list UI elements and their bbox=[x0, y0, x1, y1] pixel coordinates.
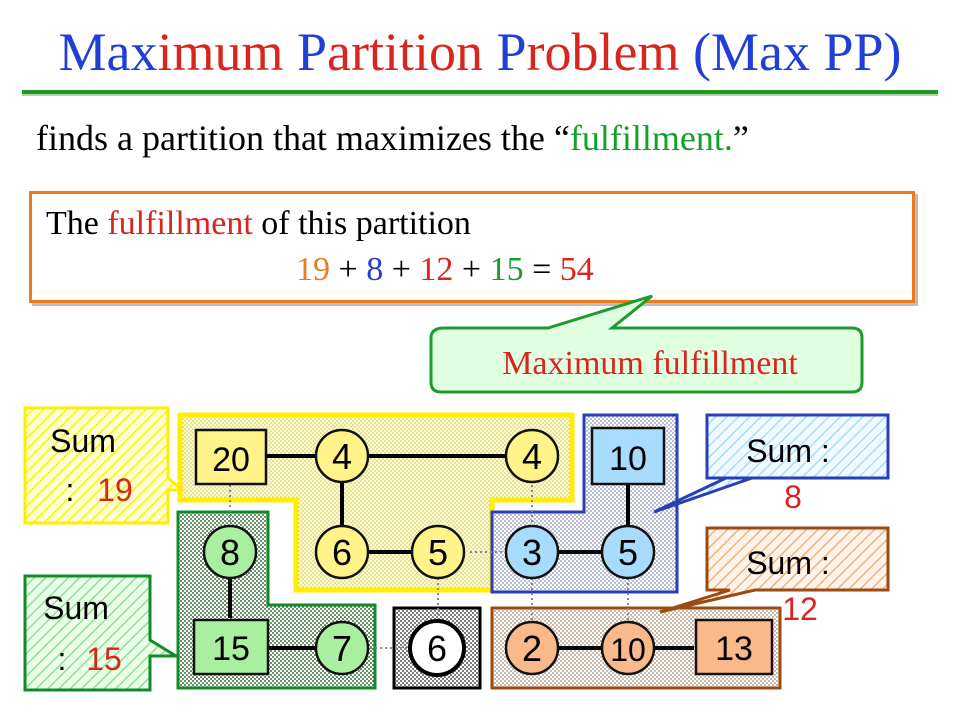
node-6a bbox=[314, 524, 370, 580]
sum-green-value: 15 bbox=[86, 641, 122, 677]
page-title: Maximum Partition Problem (Max PP) bbox=[0, 20, 960, 84]
title-seg-5: P bbox=[496, 22, 527, 82]
node-4b bbox=[504, 428, 560, 484]
fulfillment-suffix: of this partition bbox=[252, 205, 471, 242]
node-13-label: 13 bbox=[715, 630, 753, 668]
term-2: 8 bbox=[366, 251, 384, 288]
node-5a bbox=[410, 524, 466, 580]
sum-yellow-callout bbox=[23, 406, 187, 525]
subtitle-before: finds a partition that maximizes the “ bbox=[36, 118, 570, 158]
sum-green-label: Sum bbox=[43, 590, 109, 626]
fulfillment-prefix: The bbox=[46, 205, 108, 242]
node-4a-label: 4 bbox=[332, 436, 352, 477]
node-10a bbox=[590, 426, 666, 486]
equals-sign: = bbox=[523, 251, 560, 288]
subtitle: finds a partition that maximizes the “fu… bbox=[36, 116, 749, 160]
node-2-label: 2 bbox=[522, 628, 542, 669]
node-20-label: 20 bbox=[212, 441, 250, 479]
sum-yellow-label: Sum bbox=[50, 423, 116, 459]
sum-blue-value: 8 bbox=[784, 479, 802, 515]
sum-orange-value: 12 bbox=[782, 591, 818, 627]
node-8-label: 8 bbox=[220, 532, 240, 573]
node-5b-label: 5 bbox=[618, 532, 638, 573]
node-3 bbox=[504, 524, 560, 580]
term-4: 15 bbox=[489, 251, 524, 288]
node-6a-label: 6 bbox=[332, 532, 352, 573]
node-13 bbox=[694, 618, 774, 676]
title-seg-6: roblem bbox=[526, 22, 680, 82]
subtitle-highlight: fulfillment. bbox=[569, 118, 733, 158]
fulfillment-description: The fulfillment of this partition bbox=[46, 204, 471, 244]
node-15 bbox=[192, 618, 270, 676]
title-seg-2: imum bbox=[157, 22, 297, 82]
node-4a bbox=[314, 428, 370, 484]
sum-blue-label: Sum : bbox=[746, 433, 830, 469]
title-underline bbox=[22, 90, 938, 96]
sum-green-sep: : bbox=[58, 641, 67, 677]
title-seg-1: Max bbox=[58, 22, 158, 82]
sum-orange-callout bbox=[659, 526, 890, 614]
sum-blue-callout bbox=[653, 413, 890, 514]
node-6b bbox=[408, 619, 466, 677]
node-5a-label: 5 bbox=[428, 532, 448, 573]
solid-edges bbox=[228, 454, 694, 650]
node-10a-label: 10 bbox=[609, 440, 647, 478]
node-3-label: 3 bbox=[522, 532, 542, 573]
fulfillment-equation: 19 + 8 + 12 + 15 = 54 bbox=[296, 250, 594, 290]
node-2 bbox=[504, 620, 560, 676]
fulfillment-keyword: fulfillment bbox=[107, 205, 253, 242]
node-10b bbox=[600, 620, 656, 676]
term-3: 12 bbox=[419, 251, 454, 288]
node-6b-label: 6 bbox=[427, 628, 447, 669]
nodes: 20 4 4 10 8 6 5 3 5 15 7 6 2 10 13 bbox=[192, 426, 774, 677]
plus-2: + bbox=[383, 251, 420, 288]
term-1: 19 bbox=[296, 251, 330, 288]
title-seg-4: artition bbox=[327, 22, 497, 82]
plus-3: + bbox=[453, 251, 490, 288]
sum-green-callout bbox=[23, 574, 182, 692]
fulfillment-box: The fulfillment of this partition 19 + 8… bbox=[29, 191, 915, 303]
node-15-label: 15 bbox=[212, 630, 250, 668]
dotted-edges bbox=[229, 480, 629, 649]
title-seg-3: P bbox=[296, 22, 328, 82]
node-20 bbox=[194, 428, 268, 486]
node-5b bbox=[600, 524, 656, 580]
subtitle-after: ” bbox=[732, 118, 749, 158]
node-7 bbox=[314, 620, 370, 676]
plus-1: + bbox=[330, 251, 367, 288]
node-8 bbox=[202, 524, 258, 580]
sum-yellow-value: 19 bbox=[97, 472, 133, 508]
max-fulfillment-label: Maximum fulfillment bbox=[502, 345, 798, 382]
sum-yellow-sep: : bbox=[66, 472, 75, 508]
fulfillment-total: 54 bbox=[559, 251, 594, 288]
node-7-label: 7 bbox=[332, 628, 352, 669]
sum-orange-label: Sum : bbox=[746, 545, 830, 581]
node-4b-label: 4 bbox=[522, 436, 542, 477]
max-fulfillment-callout bbox=[429, 294, 864, 394]
node-10b-label: 10 bbox=[610, 632, 646, 668]
title-seg-7: (Max PP) bbox=[679, 22, 902, 82]
